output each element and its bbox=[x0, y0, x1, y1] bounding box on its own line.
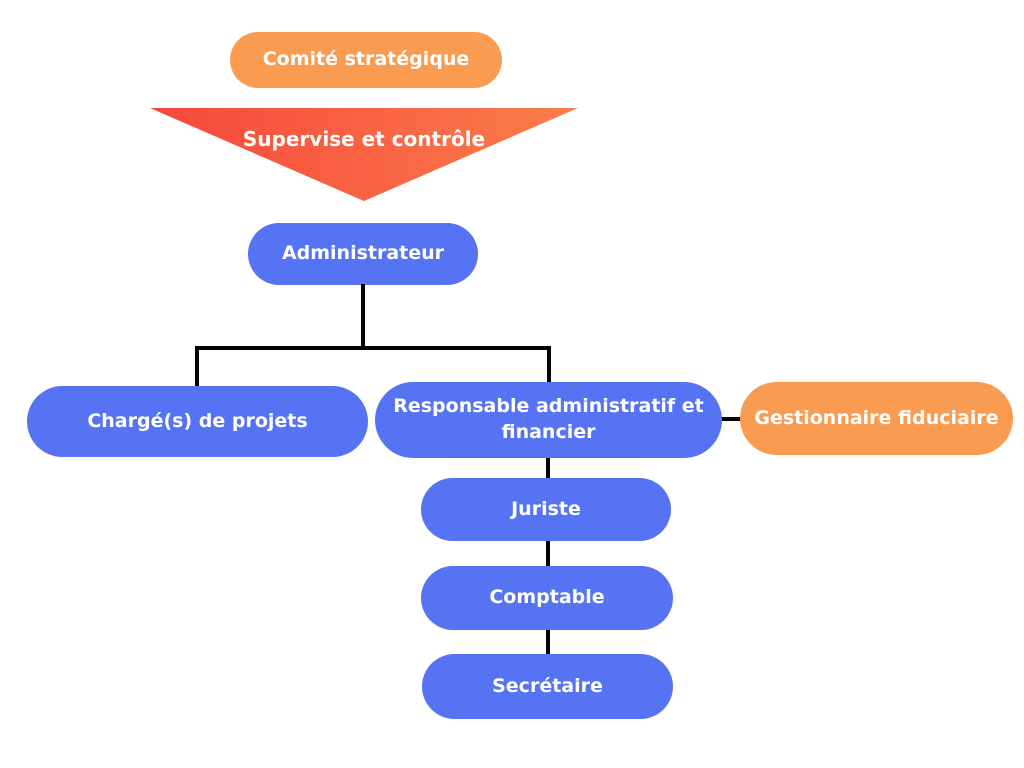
node-administrateur: Administrateur bbox=[248, 223, 478, 285]
connector-branch-horizontal bbox=[195, 346, 551, 350]
node-responsable-administratif-financier: Responsable administratif et financier bbox=[375, 382, 722, 458]
node-secretaire: Secrétaire bbox=[422, 654, 673, 719]
node-juriste: Juriste bbox=[421, 478, 671, 541]
connector-comptable-secretaire bbox=[546, 628, 550, 656]
connector-responsable-gestionnaire bbox=[718, 417, 742, 421]
connector-juriste-comptable bbox=[546, 539, 550, 568]
connector-administrateur-down bbox=[361, 284, 365, 348]
node-comite-strategique: Comité stratégique bbox=[230, 32, 502, 88]
supervise-arrow-triangle-icon bbox=[150, 108, 578, 201]
supervise-arrow-label: Supervise et contrôle bbox=[242, 127, 486, 151]
node-charges-de-projets: Chargé(s) de projets bbox=[27, 386, 368, 457]
connector-branch-right-drop bbox=[547, 346, 551, 384]
connector-branch-left-drop bbox=[195, 346, 199, 388]
node-comptable: Comptable bbox=[421, 566, 673, 630]
node-gestionnaire-fiduciaire: Gestionnaire fiduciaire bbox=[740, 382, 1013, 455]
connector-responsable-juriste bbox=[546, 456, 550, 480]
